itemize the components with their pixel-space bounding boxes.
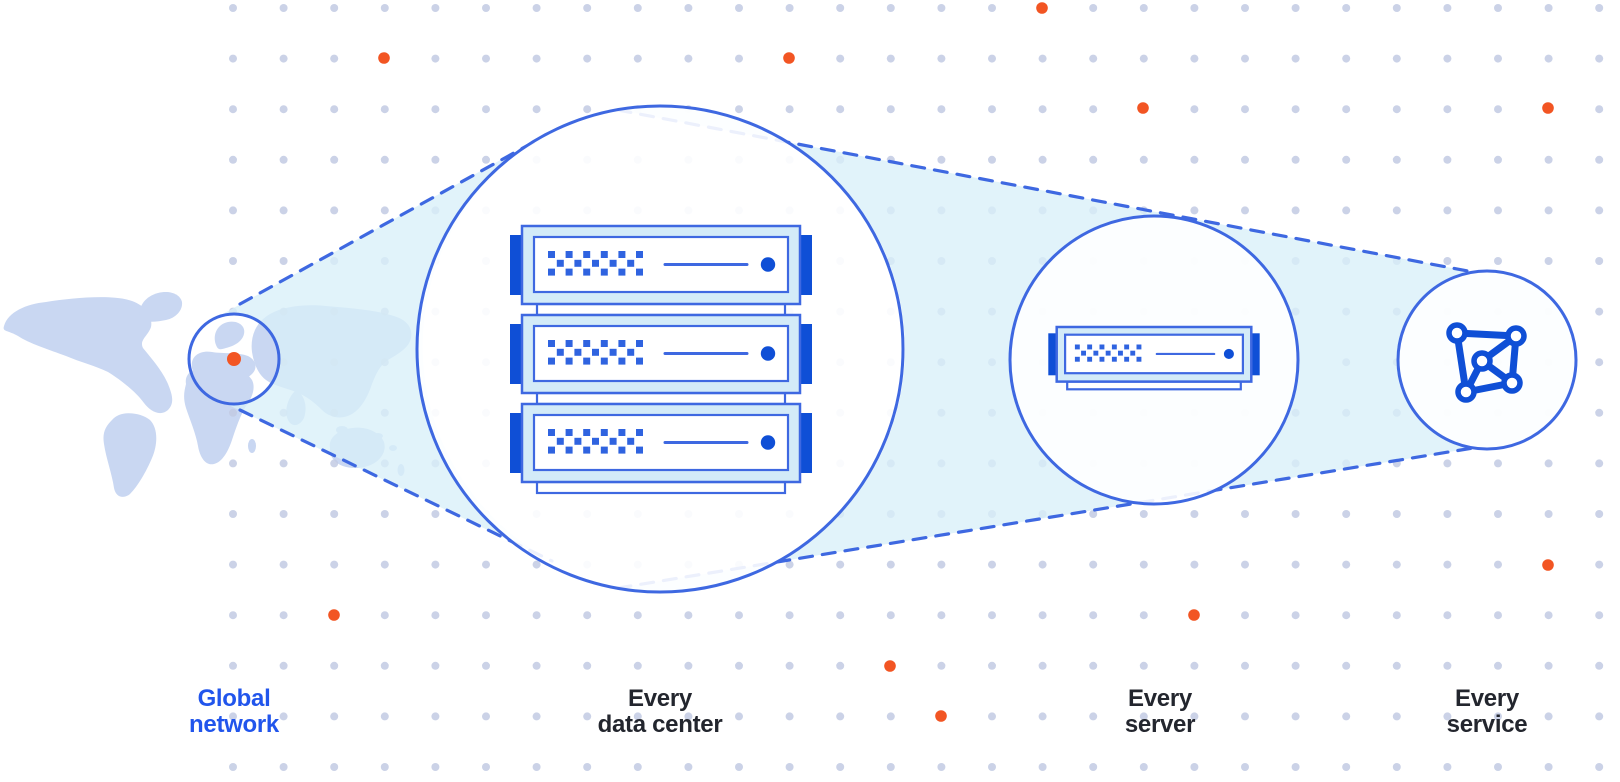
label-global-network: Global network bbox=[122, 686, 346, 738]
dither-pattern bbox=[548, 429, 643, 454]
graph-node bbox=[1446, 322, 1468, 344]
dither-pattern bbox=[1074, 344, 1142, 362]
map-location-marker bbox=[227, 352, 241, 366]
rack-server-unit bbox=[510, 313, 812, 406]
dither-pattern bbox=[548, 340, 643, 365]
server-rack-icon bbox=[510, 224, 812, 495]
graph-node bbox=[1501, 372, 1523, 394]
led-dot bbox=[760, 257, 776, 272]
graph-node bbox=[1471, 350, 1493, 372]
label-every-server: Every server bbox=[1048, 686, 1272, 738]
label-line-2: network bbox=[189, 711, 279, 738]
server-icon bbox=[1048, 325, 1260, 391]
led-dot bbox=[760, 435, 776, 450]
dither-pattern bbox=[548, 251, 643, 276]
network-graph-icon bbox=[1446, 322, 1527, 403]
label-line-1: Global bbox=[197, 685, 271, 712]
label-line-2: service bbox=[1446, 711, 1528, 738]
rack-server-unit bbox=[510, 224, 812, 317]
rack-server-unit bbox=[510, 402, 812, 495]
label-line-1: Every bbox=[628, 685, 692, 712]
graph-node bbox=[1455, 381, 1477, 403]
led-dot bbox=[760, 346, 776, 361]
zoom-cone-map-to-datacenter bbox=[212, 137, 552, 561]
label-line-1: Every bbox=[1455, 685, 1519, 712]
led-dot bbox=[1223, 348, 1234, 359]
dashed-line-top-left bbox=[238, 136, 543, 306]
global-network-circle bbox=[187, 312, 281, 406]
label-line-1: Every bbox=[1128, 685, 1192, 712]
label-every-data-center: Every data center bbox=[548, 686, 772, 738]
label-line-2: server bbox=[1124, 711, 1196, 738]
orange-accent-dots bbox=[328, 2, 1554, 722]
label-line-2: data center bbox=[597, 711, 723, 738]
graph-node bbox=[1505, 325, 1527, 347]
dashed-line-bottom-left bbox=[238, 408, 554, 563]
label-every-service: Every service bbox=[1375, 686, 1599, 738]
